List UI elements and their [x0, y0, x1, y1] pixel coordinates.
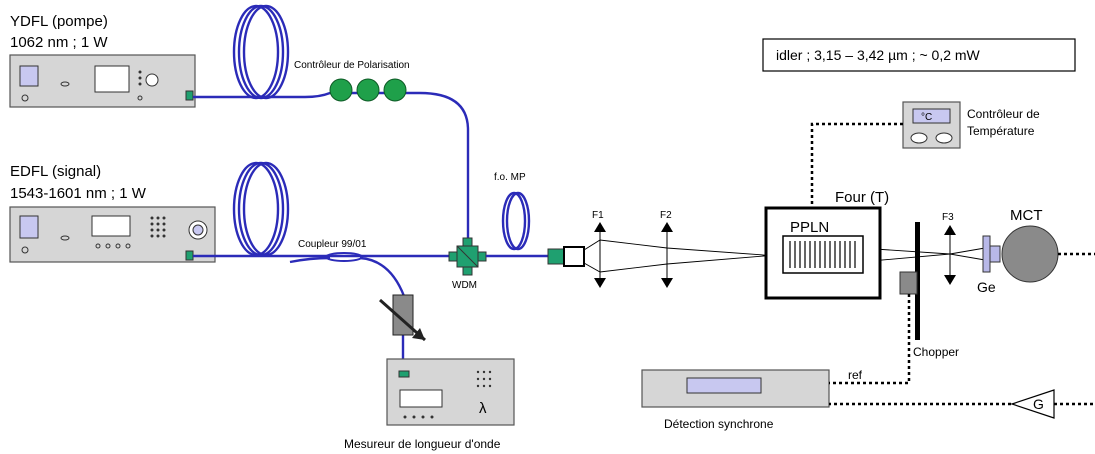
- lens-f1: [594, 222, 606, 288]
- free-space-beam: [583, 239, 986, 273]
- ydfl-title: YDFL (pompe): [10, 13, 108, 30]
- lock-in-amplifier: [641, 369, 830, 408]
- chopper-label: Chopper: [913, 345, 959, 359]
- ge-label: Ge: [977, 279, 996, 295]
- polarisation-controller: [329, 78, 407, 102]
- lock-in-label: Détection synchrone: [664, 417, 774, 431]
- ppln-label: PPLN: [790, 219, 829, 236]
- wdm-label: WDM: [452, 280, 477, 291]
- mct-label: MCT: [1010, 207, 1043, 224]
- mct-detector: [1001, 225, 1059, 283]
- pump-fiber: [193, 91, 470, 240]
- ydfl-laser: [9, 54, 196, 108]
- ydfl-connector: [185, 90, 194, 101]
- ref-cable: [829, 294, 911, 385]
- wavemeter: [386, 358, 515, 426]
- temperature-controller: [902, 101, 961, 149]
- edfl-title: EDFL (signal): [10, 163, 101, 180]
- ref-label: ref: [848, 368, 863, 382]
- lambda-symbol: λ: [479, 400, 487, 417]
- wdm-coupler: [448, 237, 487, 276]
- lens-f1-label: F1: [592, 210, 604, 221]
- edfl-spec: 1543-1601 nm ; 1 W: [10, 185, 147, 202]
- edfl-connector: [185, 250, 194, 261]
- oven: [764, 206, 882, 300]
- temperature-display: °C: [921, 112, 932, 123]
- fiber-collimator: [547, 246, 585, 267]
- temp-ctrl-label-2: Température: [967, 124, 1035, 138]
- chopper: [899, 222, 920, 340]
- polarisation-controller-label: Contrôleur de Polarisation: [294, 60, 410, 71]
- coupler-tap-fiber: [289, 256, 406, 297]
- lens-f2: [661, 222, 673, 288]
- preamp-label: G: [1033, 396, 1044, 412]
- ydfl-spec: 1062 nm ; 1 W: [10, 34, 108, 51]
- lens-f3-label: F3: [942, 212, 954, 223]
- lens-f2-label: F2: [660, 210, 672, 221]
- edfl-fiber-coil: [232, 161, 290, 257]
- temp-cable: [810, 122, 903, 208]
- attenuator: [379, 294, 426, 342]
- oven-label: Four (T): [835, 189, 889, 206]
- edfl-laser: [9, 206, 216, 263]
- temp-ctrl-label-1: Contrôleur de: [967, 107, 1040, 121]
- coupler: [325, 252, 363, 262]
- ge-filter: [982, 235, 1001, 273]
- fo-mp-label: f.o. MP: [494, 172, 526, 183]
- mp-fiber-coil: [501, 191, 531, 251]
- lens-f3: [944, 225, 956, 285]
- ydfl-fiber-coil: [232, 4, 290, 100]
- idler-label: idler ; 3,15 – 3,42 µm ; ~ 0,2 mW: [776, 47, 981, 63]
- coupler-label: Coupleur 99/01: [298, 239, 367, 250]
- preamplifier: [1010, 389, 1055, 419]
- idler-info-box: [762, 38, 1076, 72]
- wavemeter-label: Mesureur de longueur d'onde: [344, 437, 501, 451]
